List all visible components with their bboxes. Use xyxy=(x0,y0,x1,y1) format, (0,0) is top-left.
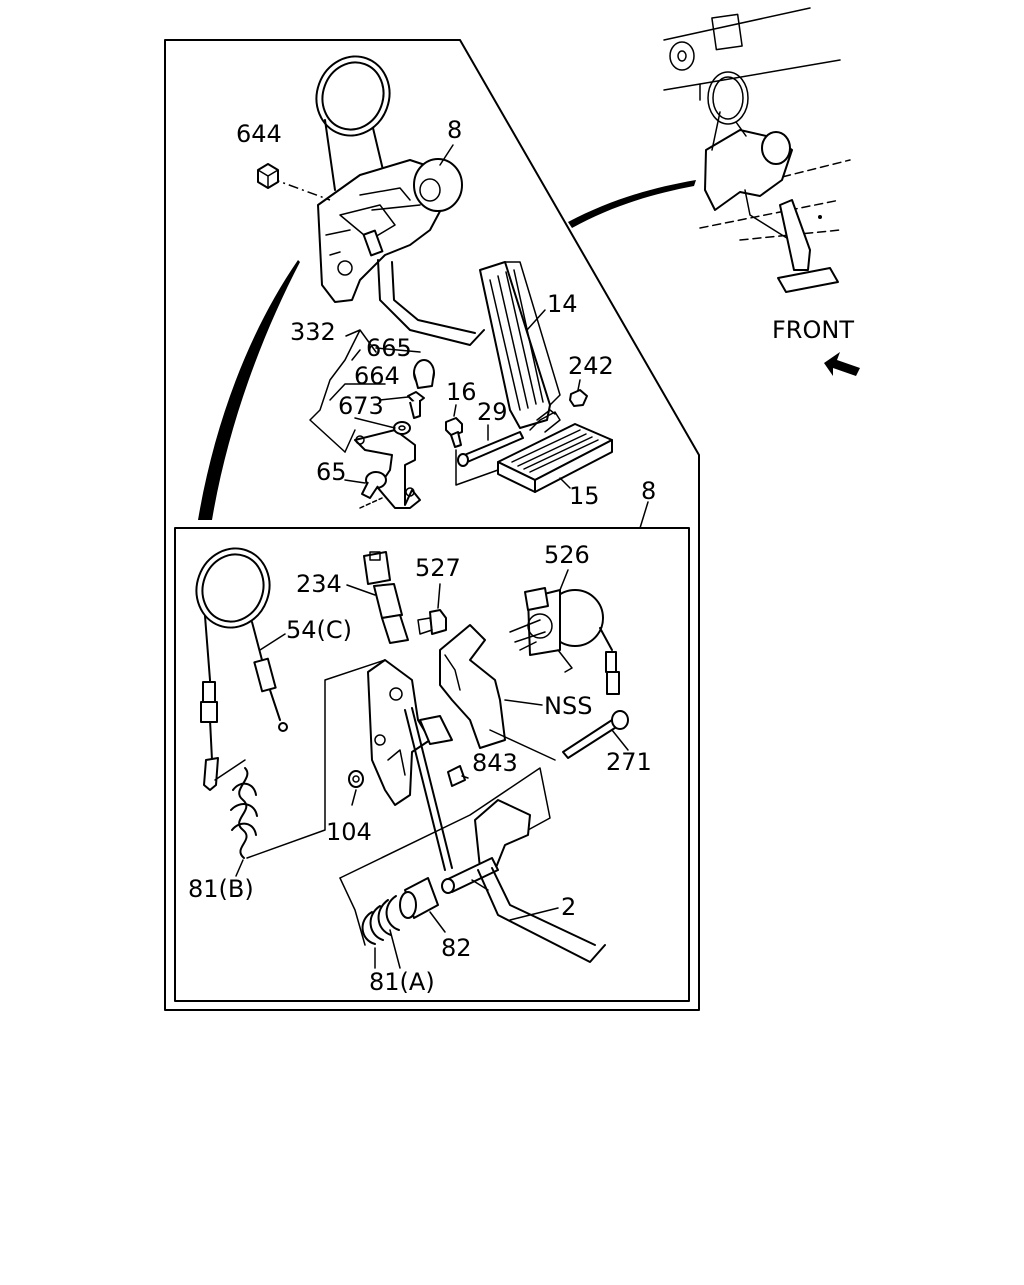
leader-54c xyxy=(259,633,286,651)
leader-nss xyxy=(504,699,543,706)
callout-644: 644 xyxy=(236,120,282,148)
bolt-271 xyxy=(562,710,629,759)
leader-526 xyxy=(559,569,569,591)
callout-8-top: 8 xyxy=(447,116,462,144)
bracket-lower-lines xyxy=(339,767,551,879)
leader-nss-2 xyxy=(489,729,556,761)
callout-527: 527 xyxy=(415,554,461,582)
callout-234: 234 xyxy=(296,570,342,598)
callout-65: 65 xyxy=(316,458,347,486)
callout-82: 82 xyxy=(441,934,472,962)
front-arrow-icon xyxy=(824,352,860,376)
actuator-526 xyxy=(509,587,620,695)
bracket-nss xyxy=(439,624,506,749)
callout-15: 15 xyxy=(569,482,600,510)
callout-664: 664 xyxy=(354,362,400,390)
leader-665 xyxy=(375,347,421,353)
swoop-arrow-left xyxy=(198,260,300,520)
leader-673 xyxy=(354,417,396,429)
callout-8-detail: 8 xyxy=(641,477,656,505)
vehicle-overview xyxy=(663,7,851,293)
leader-234 xyxy=(346,584,376,596)
callout-16: 16 xyxy=(446,378,477,406)
callout-2: 2 xyxy=(561,893,576,921)
callout-29: 29 xyxy=(477,398,508,426)
callout-81a: 81(A) xyxy=(369,968,435,996)
bracket-332-group xyxy=(309,329,435,509)
leader-104 xyxy=(351,789,357,806)
spring-81b xyxy=(214,759,258,859)
callout-673: 673 xyxy=(338,392,384,420)
callout-271: 271 xyxy=(606,748,652,776)
callout-843: 843 xyxy=(472,749,518,777)
leader-81b xyxy=(235,859,244,877)
callout-242: 242 xyxy=(568,352,614,380)
leader-843 xyxy=(461,775,469,779)
pedal-pad xyxy=(497,409,613,493)
front-label: FRONT xyxy=(772,316,854,344)
cable-54c xyxy=(195,547,288,791)
leader-8-detail xyxy=(639,501,649,529)
leader-527 xyxy=(437,583,441,609)
leader-81a xyxy=(389,929,401,969)
leader-8-top xyxy=(439,144,454,166)
callout-14: 14 xyxy=(547,290,578,318)
leader-2 xyxy=(509,907,559,921)
callout-81b: 81(B) xyxy=(188,875,254,903)
bracket-81b-lines xyxy=(246,659,386,859)
washer-104-icon xyxy=(348,770,364,788)
leader-82 xyxy=(429,911,446,933)
leader-15 xyxy=(559,477,571,489)
brake-release-assembly xyxy=(315,55,485,346)
callout-104: 104 xyxy=(326,818,372,846)
swoop-arrow-right xyxy=(568,180,696,228)
pedal-bracket xyxy=(367,659,453,871)
switch-234 xyxy=(363,551,409,644)
callout-665: 665 xyxy=(366,334,412,362)
leader-16 xyxy=(453,404,457,417)
bracket-15-lines xyxy=(455,449,499,486)
spring-81a xyxy=(361,895,400,945)
callout-526: 526 xyxy=(544,541,590,569)
leader-664 xyxy=(379,396,409,401)
bracket-lower-lines-2 xyxy=(339,877,366,946)
bushing-843-icon xyxy=(447,765,466,787)
callout-nss: NSS xyxy=(544,692,592,720)
accelerator-pedal xyxy=(479,261,561,429)
nut-242-icon xyxy=(569,389,588,407)
bushing-82 xyxy=(399,877,439,919)
leader-14 xyxy=(526,309,546,331)
pedal-arm-2 xyxy=(441,799,606,963)
leader-332 xyxy=(351,349,361,361)
callout-332: 332 xyxy=(290,318,336,346)
leader-271 xyxy=(611,729,629,751)
detail-box xyxy=(174,527,690,1002)
leader-65 xyxy=(344,479,366,484)
main-frame xyxy=(164,39,700,1011)
leader-242 xyxy=(577,379,581,391)
callout-54c: 54(C) xyxy=(286,616,352,644)
